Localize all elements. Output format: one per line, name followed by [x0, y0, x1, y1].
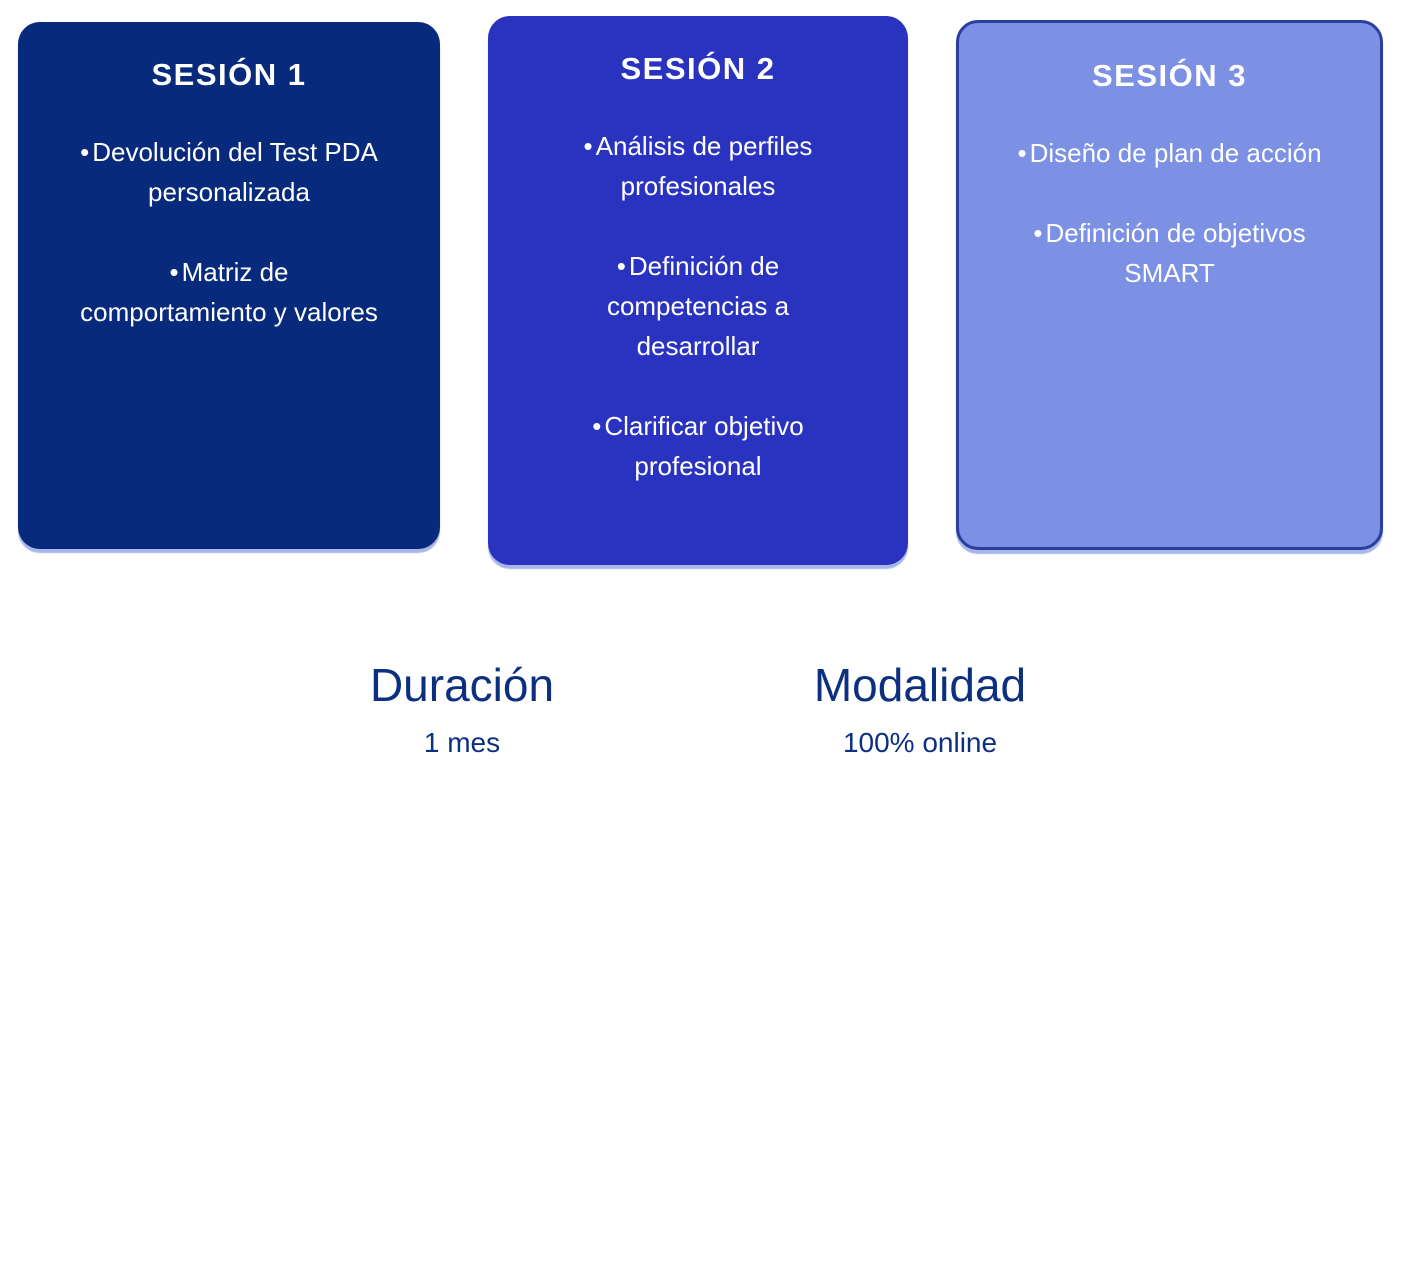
- bullet-glyph: •: [592, 411, 602, 441]
- bullet-glyph: •: [169, 257, 179, 287]
- session-card-3: SESIÓN 3 •Diseño de plan de acción •Defi…: [956, 20, 1383, 550]
- bullet-item: •Definición de competencias a desarrolla…: [542, 246, 854, 366]
- modality-value: 100% online: [842, 727, 998, 758]
- bullet-text: Matriz de comportamiento y valores: [80, 257, 378, 327]
- bullet-item: •Definición de objetivos SMART: [1014, 213, 1326, 293]
- bullet-glyph: •: [1017, 138, 1027, 168]
- bullet-text: Devolución del Test PDA personalizada: [92, 137, 378, 207]
- bullet-item: •Diseño de plan de acción: [1014, 133, 1326, 173]
- session-1-bullet-list: •Devolución del Test PDA personalizada •…: [73, 132, 385, 332]
- bullet-text: Diseño de plan de acción: [1029, 138, 1322, 168]
- modality-block: Modalidad 100% online: [720, 658, 1120, 760]
- bullet-text: Clarificar objetivo profesional: [604, 411, 804, 481]
- bullet-item: •Análisis de perfiles profesionales: [542, 126, 854, 206]
- session-3-title: SESIÓN 3: [1092, 58, 1247, 93]
- bullet-item: •Matriz de comportamiento y valores: [73, 252, 385, 332]
- session-1-title: SESIÓN 1: [151, 57, 307, 92]
- session-2-bullet-list: •Análisis de perfiles profesionales •Def…: [542, 126, 854, 486]
- session-3-bullet-list: •Diseño de plan de acción •Definición de…: [1014, 133, 1326, 293]
- bullet-text: Definición de competencias a desarrollar: [606, 251, 790, 361]
- bullet-text: Definición de objetivos SMART: [1045, 218, 1306, 288]
- duration-block: Duración 1 mes: [262, 658, 662, 760]
- duration-value: 1 mes: [423, 727, 501, 758]
- modality-label: Modalidad: [813, 659, 1027, 711]
- session-2-title: SESIÓN 2: [620, 51, 776, 86]
- bullet-item: •Devolución del Test PDA personalizada: [73, 132, 385, 212]
- session-card-2: SESIÓN 2 •Análisis de perfiles profesion…: [488, 16, 908, 565]
- bullet-glyph: •: [80, 137, 90, 167]
- bullet-text: Análisis de perfiles profesionales: [595, 131, 813, 201]
- session-card-1: SESIÓN 1 •Devolución del Test PDA person…: [18, 22, 440, 549]
- bullet-item: •Clarificar objetivo profesional: [542, 406, 854, 486]
- bullet-glyph: •: [583, 131, 593, 161]
- bullet-glyph: •: [616, 251, 626, 281]
- duration-label: Duración: [369, 659, 555, 711]
- bullet-glyph: •: [1033, 218, 1043, 248]
